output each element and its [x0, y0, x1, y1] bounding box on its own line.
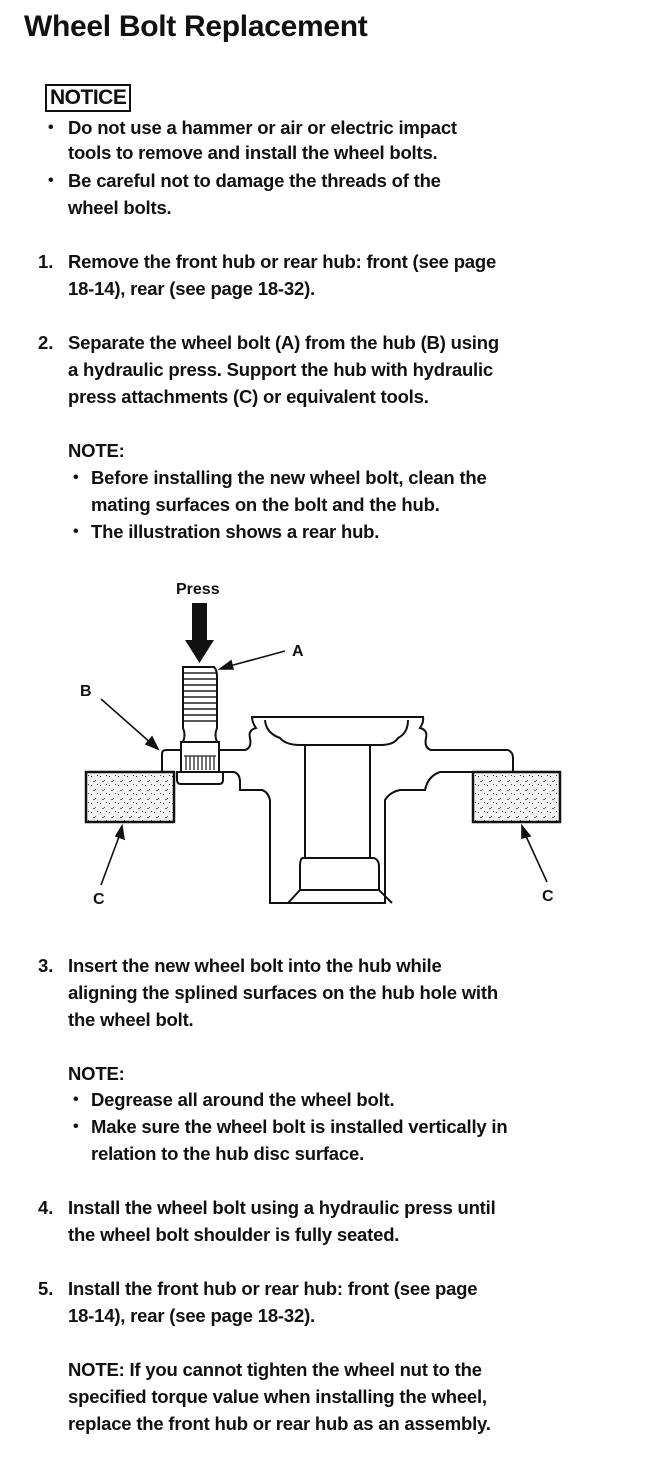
notice-text: Do not use a hammer or air or electric i…: [68, 117, 457, 138]
note-label: NOTE:: [68, 440, 125, 461]
step-text: Remove the front hub or rear hub: front …: [68, 251, 497, 272]
step-text: aligning the splined surfaces on the hub…: [68, 982, 498, 1003]
wheel-bolt: [176, 666, 224, 785]
label-c-left: C: [93, 891, 105, 908]
hub-bore: [264, 719, 409, 904]
step-number: 4.: [38, 1197, 54, 1218]
step-text: Separate the wheel bolt (A) from the hub…: [68, 332, 499, 353]
bullet-icon: •: [48, 172, 54, 189]
page-title: Wheel Bolt Replacement: [24, 10, 368, 43]
press-attachment-left: [84, 770, 176, 824]
press-attachment-right: [471, 770, 562, 824]
step-number: 2.: [38, 332, 54, 353]
step-text: Install the front hub or rear hub: front…: [68, 1278, 478, 1299]
step-text: the wheel bolt.: [68, 1009, 194, 1030]
note-text: Make sure the wheel bolt is installed ve…: [91, 1116, 508, 1137]
label-c-right: C: [542, 888, 554, 905]
step-text: press attachments (C) or equivalent tool…: [68, 386, 429, 407]
bullet-icon: •: [48, 119, 54, 136]
notice-text: tools to remove and install the wheel bo…: [68, 142, 438, 163]
bullet-icon: •: [73, 1091, 79, 1108]
notice-text: wheel bolts.: [68, 197, 172, 218]
note-text: relation to the hub disc surface.: [91, 1143, 365, 1164]
step-text: Install the wheel bolt using a hydraulic…: [68, 1197, 496, 1218]
hub-outline: [161, 716, 514, 904]
leader-arrows: [100, 650, 548, 886]
note-text: Before installing the new wheel bolt, cl…: [91, 467, 487, 488]
step-text: a hydraulic press. Support the hub with …: [68, 359, 494, 380]
notice-text: Be careful not to damage the threads of …: [68, 170, 441, 191]
final-note: replace the front hub or rear hub as an …: [68, 1413, 491, 1434]
step-number: 3.: [38, 955, 54, 976]
note-text: The illustration shows a rear hub.: [91, 521, 380, 542]
step-text: the wheel bolt shoulder is fully seated.: [68, 1224, 400, 1245]
step-text: Insert the new wheel bolt into the hub w…: [68, 955, 442, 976]
step-text: 18-14), rear (see page 18-32).: [68, 278, 315, 299]
bullet-icon: •: [73, 1118, 79, 1135]
final-note: specified torque value when installing t…: [68, 1386, 487, 1407]
bullet-icon: •: [73, 469, 79, 486]
note-label: NOTE:: [68, 1063, 125, 1084]
press-arrow-icon: [185, 603, 214, 663]
final-note: NOTE: If you cannot tighten the wheel nu…: [68, 1359, 482, 1380]
notice-label: NOTICE: [45, 84, 132, 112]
step-text: 18-14), rear (see page 18-32).: [68, 1305, 315, 1326]
label-b: B: [80, 683, 92, 700]
step-number: 1.: [38, 251, 54, 272]
press-label: Press: [176, 581, 220, 598]
note-text: mating surfaces on the bolt and the hub.: [91, 494, 440, 515]
label-a: A: [292, 643, 304, 660]
step-number: 5.: [38, 1278, 54, 1299]
note-text: Degrease all around the wheel bolt.: [91, 1089, 395, 1110]
bullet-icon: •: [73, 523, 79, 540]
